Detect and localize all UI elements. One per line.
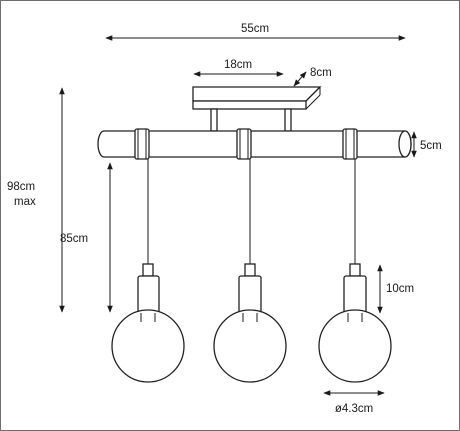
max-height-label: 98cm xyxy=(7,181,35,193)
dim-canopy-length: 18cm xyxy=(193,59,284,77)
dim-total-width: 55cm xyxy=(105,23,406,41)
dim-cable-length: 85cm xyxy=(60,162,113,313)
bar-diameter-label: 5cm xyxy=(420,140,442,152)
socket-height-label: 10cm xyxy=(386,283,414,295)
dim-socket-height: 10cm xyxy=(377,264,414,314)
canopy-length-label: 18cm xyxy=(224,59,252,71)
dim-bulb-diameter: ø4.3cm xyxy=(323,390,385,415)
dim-canopy-width: 8cm xyxy=(293,67,332,87)
bulb-diameter-label: ø4.3cm xyxy=(335,403,373,415)
dim-bar-diameter: 5cm xyxy=(411,131,442,158)
horizontal-bar xyxy=(97,130,412,158)
pendant-right xyxy=(318,159,392,383)
pendant-left xyxy=(111,159,185,383)
canopy-rods xyxy=(210,108,292,132)
pendant-middle xyxy=(213,159,287,383)
cable-length-label: 85cm xyxy=(60,233,88,245)
bar-clamps xyxy=(134,128,358,160)
total-width-label: 55cm xyxy=(241,23,269,35)
canopy-width-label: 8cm xyxy=(310,67,332,79)
ceiling-canopy xyxy=(192,86,322,110)
dim-max-height: 98cm max xyxy=(7,87,65,313)
max-height-label-suffix: max xyxy=(14,196,36,208)
